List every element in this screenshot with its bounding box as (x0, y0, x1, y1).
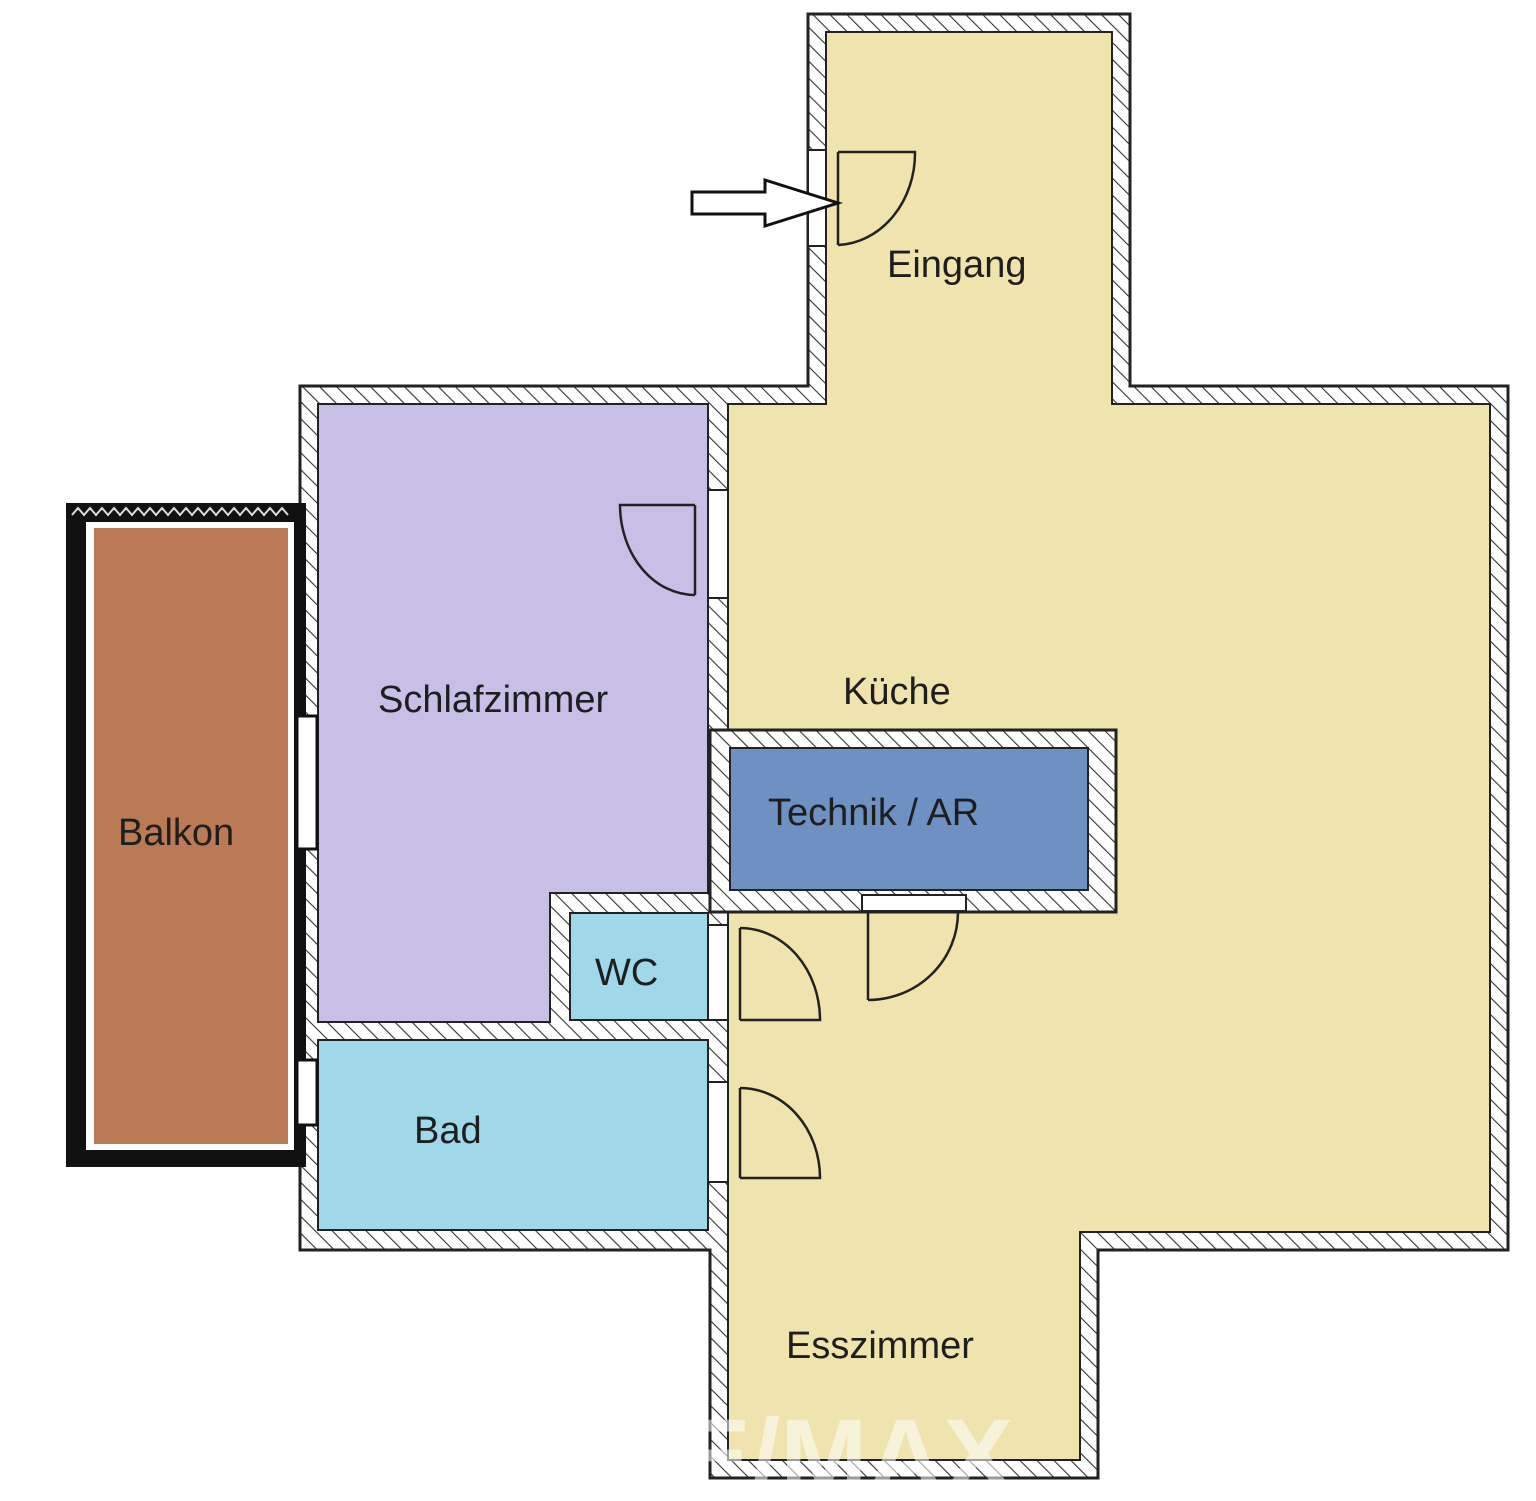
label-kueche: Küche (843, 671, 951, 713)
room-schlafzimmer-fill (317, 403, 709, 1023)
room-balkon-fill (94, 528, 288, 1144)
balkon-railing-zigzag (71, 506, 289, 517)
room-technik-fill (729, 747, 1089, 891)
label-bad: Bad (414, 1110, 482, 1152)
door-wc (707, 924, 822, 1022)
label-wc: WC (595, 952, 658, 994)
room-wc-fill (569, 912, 709, 1021)
label-technik: Technik / AR (768, 792, 979, 834)
label-schlafzimmer: Schlafzimmer (378, 679, 608, 721)
door-bad (707, 1081, 822, 1183)
label-balkon: Balkon (118, 812, 234, 854)
window-schlafzimmer (295, 714, 319, 851)
watermark-logo: RE/MAX (605, 1398, 1013, 1501)
room-bad-fill (317, 1039, 709, 1231)
entrance-arrow-icon (690, 177, 843, 229)
door-technik (861, 894, 967, 1002)
label-esszimmer: Esszimmer (786, 1325, 974, 1367)
label-eingang: Eingang (887, 244, 1026, 286)
window-bad (295, 1058, 319, 1127)
door-schlafzimmer (618, 489, 729, 599)
